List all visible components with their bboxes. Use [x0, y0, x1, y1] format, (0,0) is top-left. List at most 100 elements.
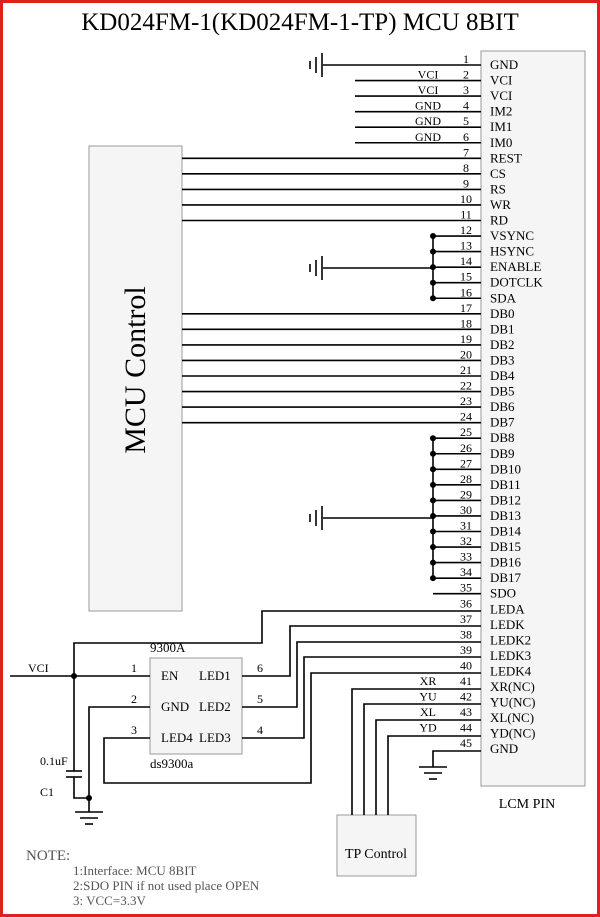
net-label: YD — [419, 721, 437, 735]
pin-name: YD(NC) — [490, 726, 536, 741]
net-label: VCI — [418, 68, 439, 82]
mcu-control-box — [88, 145, 183, 612]
pin-number: 34 — [460, 565, 472, 579]
net-label: YU — [419, 690, 437, 704]
pin-number: 30 — [460, 503, 472, 517]
pin-number: 12 — [460, 223, 472, 237]
pin-name: VCI — [490, 88, 512, 103]
pin-name: DB3 — [490, 352, 515, 367]
driver-wiring: VCI 0.1uF C1 — [10, 610, 481, 825]
pin-number: 11 — [460, 208, 472, 222]
pin-name: GND — [490, 741, 518, 756]
pin-name: DB11 — [490, 477, 521, 492]
junction-dot — [430, 435, 436, 442]
pin-number: 26 — [460, 441, 472, 455]
driver-pin4-num: 4 — [257, 723, 263, 737]
driver-en-label: EN — [161, 668, 179, 683]
driver-pin1-num: 1 — [131, 661, 137, 675]
pin-number: 22 — [460, 379, 472, 393]
net-label: XL — [420, 705, 436, 719]
pin-name: DB5 — [490, 384, 515, 399]
driver-pin2-num: 2 — [131, 692, 137, 706]
tp-control-box — [336, 814, 417, 877]
pin-number: 29 — [460, 487, 472, 501]
pin-name: LEDA — [490, 601, 525, 616]
led-driver-9300a: 9300A ds9300a EN GND LED4 LED1 LED2 LED3… — [131, 640, 263, 771]
pin-name: IM0 — [490, 135, 512, 150]
pin-name: DOTCLK — [490, 275, 543, 290]
pin-number: 9 — [463, 176, 469, 190]
pin-name: GND — [490, 57, 518, 72]
driver-gnd-label: GND — [161, 699, 189, 714]
pin-name: DB13 — [490, 508, 521, 523]
driver-pin5-num: 5 — [257, 692, 263, 706]
pin-number: 15 — [460, 270, 472, 284]
pin-number: 33 — [460, 550, 472, 564]
note-line-2: 2:SDO PIN if not used place OPEN — [73, 878, 260, 893]
driver-pin3-num: 3 — [131, 723, 137, 737]
pin-name: DB8 — [490, 430, 515, 445]
pin-name: LEDK4 — [490, 663, 532, 678]
pin-number: 5 — [463, 114, 469, 128]
notes: NOTE: 1:Interface: MCU 8BIT 2:SDO PIN if… — [26, 848, 260, 908]
capacitor-value: 0.1uF — [40, 754, 68, 768]
pin-number: 32 — [460, 534, 472, 548]
pin-number: 25 — [460, 425, 472, 439]
pin-name: XR(NC) — [490, 679, 535, 694]
capacitor-ref: C1 — [40, 785, 54, 799]
pin-name: REST — [490, 150, 522, 165]
pin-number: 40 — [460, 658, 472, 672]
pin-name: DB2 — [490, 337, 515, 352]
junction-dot — [430, 233, 436, 240]
pin-number: 24 — [460, 410, 472, 424]
net-label: GND — [415, 114, 441, 128]
led-driver-box — [149, 657, 243, 755]
pin-name: DB0 — [490, 306, 515, 321]
vci-net-label: VCI — [28, 661, 49, 675]
lcm-pin-label: LCM PIN — [499, 797, 555, 812]
pin-number: 39 — [460, 643, 472, 657]
pin-number: 18 — [460, 316, 472, 330]
pin-number: 4 — [463, 99, 469, 113]
pin-name: DB1 — [490, 321, 515, 336]
note-line-1: 1:Interface: MCU 8BIT — [73, 863, 197, 878]
pin-name: WR — [490, 197, 511, 212]
tp-control-label: TP Control — [345, 847, 407, 862]
pin-number: 3 — [463, 83, 469, 97]
pin-number: 45 — [460, 736, 472, 750]
pin-name: DB6 — [490, 399, 515, 414]
notes-heading: NOTE: — [26, 848, 70, 864]
pin-number: 8 — [463, 161, 469, 175]
pin-number: 7 — [463, 145, 469, 159]
pin-number: 2 — [463, 68, 469, 82]
pin-name: VSYNC — [490, 228, 534, 243]
pin-number: 21 — [460, 363, 472, 377]
pin-number: 6 — [463, 130, 469, 144]
pin-name: DB17 — [490, 570, 522, 585]
pin-number: 23 — [460, 394, 472, 408]
pin-name: RS — [490, 181, 506, 196]
driver-led1-label: LED1 — [199, 668, 231, 683]
net-label: GND — [415, 99, 441, 113]
pin-name: DB12 — [490, 492, 521, 507]
pin-name: DB4 — [490, 368, 515, 383]
pin-number: 1 — [463, 52, 469, 66]
pin-number: 28 — [460, 472, 472, 486]
pin-name: VCI — [490, 73, 512, 88]
driver-led3-label: LED3 — [199, 730, 231, 745]
pin-number: 44 — [460, 721, 472, 735]
pin-number: 16 — [460, 285, 472, 299]
pin-name: LEDK3 — [490, 648, 531, 663]
pin-number: 31 — [460, 519, 472, 533]
pin-name: DB15 — [490, 539, 521, 554]
pin-name: RD — [490, 213, 508, 228]
pin-name: IM2 — [490, 104, 512, 119]
pin-number: 10 — [460, 192, 472, 206]
pin-name: IM1 — [490, 119, 512, 134]
driver-pin6-num: 6 — [257, 661, 263, 675]
tp-control: TP Control — [336, 688, 481, 877]
ground-bus-25-34 — [309, 440, 434, 579]
pin-name: HSYNC — [490, 244, 534, 259]
